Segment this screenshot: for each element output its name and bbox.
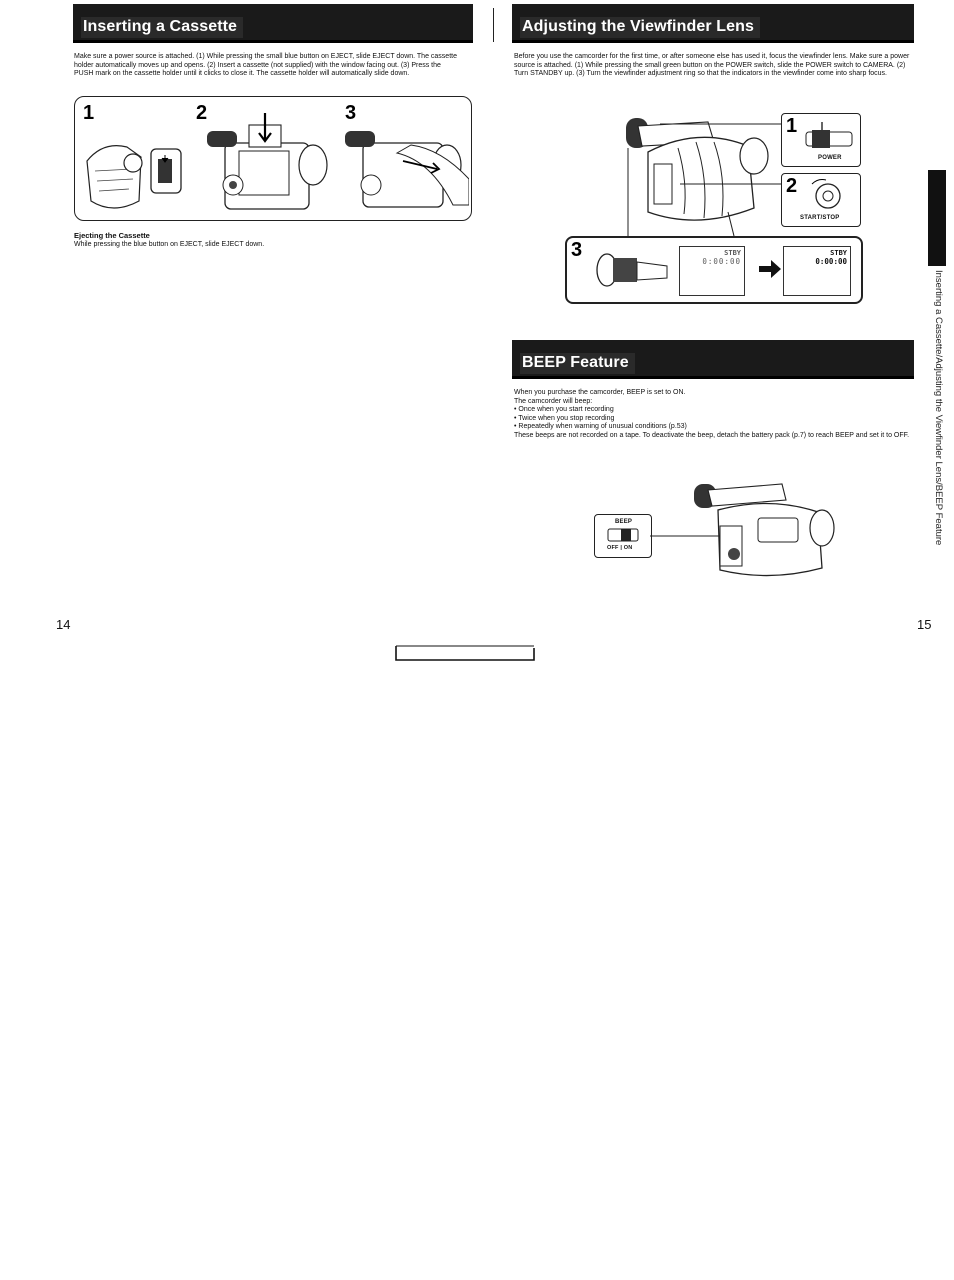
camcorder-beep-illustration: [694, 483, 835, 577]
camcorder-insert-illustration: [207, 113, 328, 210]
display-stby-text: STBY: [724, 249, 741, 257]
viewfinder-eyepiece-icon: [596, 253, 668, 287]
ejecting-text: While pressing the blue button on EJECT,…: [74, 241, 265, 248]
callout-number-2: 2: [786, 175, 798, 197]
power-switch-icon: [805, 122, 853, 148]
beep-switch-positions: OFF | ON: [607, 545, 633, 551]
section-title: BEEP Feature: [520, 353, 635, 374]
power-label: POWER: [818, 155, 842, 161]
viewfinder-display-blurred: STBY 0:00:00: [679, 246, 745, 296]
section-title: Adjusting the Viewfinder Lens: [520, 17, 760, 38]
startstop-label: START/STOP: [800, 215, 840, 221]
beep-switch-icon: [607, 528, 639, 542]
ejecting-title: Ejecting the Cassette: [74, 231, 150, 240]
inserting-instructions: Make sure a power source is attached. (1…: [74, 53, 457, 78]
page-divider: [493, 8, 494, 42]
camcorder-eject-illustration: [86, 145, 182, 209]
stray-bracket-mark: [395, 645, 535, 661]
camcorder-close-illustration: [345, 131, 469, 208]
callout-lines: [660, 123, 782, 185]
callout-number-1: 1: [786, 115, 798, 137]
camcorder-viewfinder-illustration: [626, 118, 769, 236]
side-tab-text: Inserting a Cassette/Adjusting the Viewf…: [933, 270, 944, 546]
page-number-left: 14: [56, 617, 71, 632]
power-switch-callout: 1 POWER: [781, 113, 861, 167]
arrow-right-icon: [759, 260, 781, 278]
startstop-callout: 2 START/STOP: [781, 173, 861, 227]
display-stby-text: STBY: [830, 249, 847, 257]
section-header-viewfinder: Adjusting the Viewfinder Lens: [512, 4, 914, 43]
section-tab-marker: [928, 170, 946, 266]
beep-switch-callout: BEEP OFF | ON: [594, 514, 652, 558]
viewfinder-display-frame: 3 STBY 0:00:00 STBY 0:00:00: [565, 236, 863, 304]
step-number-3: 3: [345, 102, 357, 124]
step-number-2: 2: [196, 102, 208, 124]
beep-switch-label: BEEP: [615, 519, 633, 525]
section-title: Inserting a Cassette: [81, 17, 244, 38]
beep-callout-line: [650, 535, 726, 537]
display-counter-text: 0:00:00: [815, 257, 847, 266]
callout-number-3: 3: [571, 239, 583, 261]
cassette-illustration-frame: 1 2 3: [74, 96, 472, 221]
display-counter-text: 0:00:00: [702, 257, 741, 266]
startstop-dial-icon: [811, 179, 841, 209]
section-header-beep: BEEP Feature: [512, 340, 914, 379]
step-number-1: 1: [83, 102, 95, 124]
page-number-right: 15: [917, 617, 932, 632]
viewfinder-display-sharp: STBY 0:00:00: [783, 246, 851, 296]
viewfinder-instructions: Before you use the camcorder for the fir…: [514, 53, 910, 78]
beep-instructions: When you purchase the camcorder, BEEP is…: [514, 389, 910, 439]
section-header-inserting-cassette: Inserting a Cassette: [73, 4, 473, 43]
